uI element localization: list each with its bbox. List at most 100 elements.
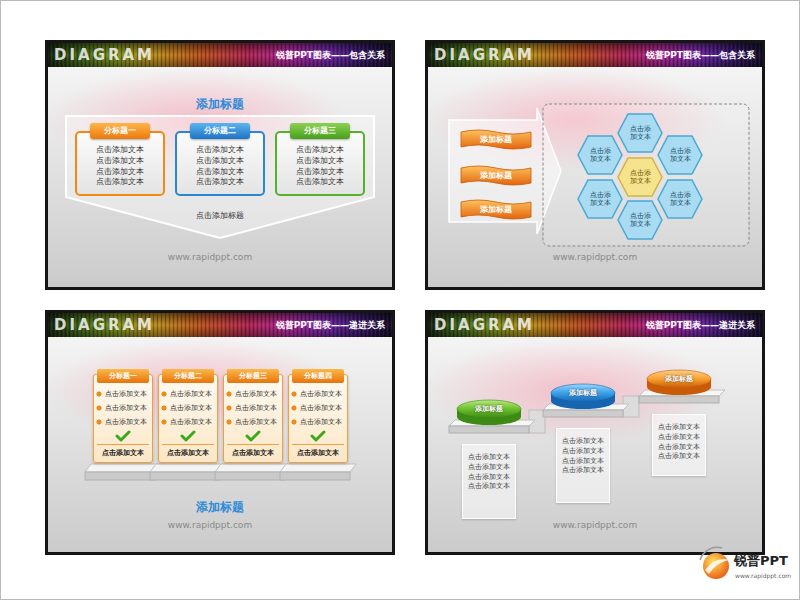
button-pedestal: 添加标题点击添加文本 点击添加文本 点击添加文本 点击添加文本 [547, 382, 619, 503]
slide-frame [425, 40, 765, 290]
hexagon-cell: 点击添加文本 [617, 200, 663, 240]
slide-frame [428, 43, 762, 67]
chevron-panel: 点击添加标题分标题一点击添加文本 点击添加文本 点击添加文本 点击添加文本分标题… [65, 115, 375, 239]
logo-icon [700, 547, 729, 579]
step-platform [280, 464, 356, 472]
hexagon-shape [618, 114, 662, 152]
slide-frame [428, 313, 762, 337]
ribbon-label: 添加标题 [480, 204, 512, 215]
hexagon-shape [618, 201, 662, 239]
header-title: 锐普PPT图表——递进关系 [646, 319, 755, 331]
slide-frame [45, 310, 395, 555]
slide-panel: DIAGRAM 锐普PPT图表——递进关系添加标题点击添加文本 点击添加文本 点击… [425, 310, 765, 555]
header-title: 锐普PPT图表——包含关系 [276, 49, 385, 61]
watermark: www.rapidppt.com [553, 252, 637, 263]
hexagon-cell: 点击添加文本 [657, 135, 703, 175]
slide-frame [48, 313, 392, 337]
step-platform [280, 472, 350, 480]
slide-frame [45, 310, 395, 555]
hex-text: 点击添加文本 [589, 191, 612, 208]
ribbon-tag: 添加标题 [460, 164, 532, 186]
column-heading: 分标题一 [97, 369, 149, 383]
logo-icon [703, 553, 729, 579]
card-body: 点击添加文本 点击添加文本 点击添加文本 点击添加文本 [175, 131, 265, 196]
bullet-item: 点击添加文本 [289, 415, 347, 429]
ribbon-shape [461, 200, 531, 219]
diagram-wordmark: DIAGRAM [434, 316, 535, 334]
step-platform [215, 464, 291, 472]
slide-frame [48, 43, 392, 67]
check-mark [180, 430, 196, 442]
column-footer: 点击添加文本 [227, 444, 279, 459]
column-footer: 点击添加文本 [97, 444, 149, 459]
slide-frame [425, 310, 765, 555]
slide-frame [428, 313, 762, 337]
bullet-item: 点击添加文本 [289, 387, 347, 401]
hex-text: 点击添加文本 [589, 147, 612, 164]
slide-frame [45, 40, 395, 290]
bullet-item: 点击添加文本 [94, 415, 152, 429]
hexagon-shape [658, 136, 702, 174]
check-mark [247, 432, 259, 440]
subtitle-card: 分标题二点击添加文本 点击添加文本 点击添加文本 点击添加文本 [175, 123, 265, 196]
step-column: 分标题二点击添加文本点击添加文本点击添加文本点击添加文本 [158, 374, 218, 463]
hex-text: 点击添加文本 [669, 147, 692, 164]
hexagon-cell: 点击添加文本 [577, 179, 623, 219]
diagram-wordmark: DIAGRAM [54, 316, 155, 334]
hex-text: 点击添加文本 [629, 169, 652, 186]
check-mark [310, 430, 326, 442]
button-pedestal: 添加标题点击添加文本 点击添加文本 点击添加文本 点击添加文本 [453, 398, 525, 519]
logo-icon [705, 559, 729, 574]
bullet-item: 点击添加文本 [94, 401, 152, 415]
hex-text: 点击添加文本 [669, 191, 692, 208]
bullet-item: 点击添加文本 [159, 401, 217, 415]
hex-text: 点击添加文本 [629, 212, 652, 229]
card-body: 点击添加文本 点击添加文本 点击添加文本 点击添加文本 [75, 131, 165, 196]
card-heading: 分标题三 [290, 123, 350, 139]
slide-frame [428, 43, 762, 67]
step-platform [85, 464, 356, 480]
watermark: www.rapidppt.com [553, 520, 637, 531]
ribbon-label: 添加标题 [480, 134, 512, 145]
column-heading: 分标题二 [162, 369, 214, 383]
header-title: 锐普PPT图表——递进关系 [276, 319, 385, 331]
slide-frame [425, 310, 765, 555]
bullet-item: 点击添加文本 [159, 387, 217, 401]
hexagon-cell: 点击添加文本 [577, 135, 623, 175]
step-platform [150, 472, 220, 480]
slide-frame [48, 313, 392, 337]
slide-frame [48, 313, 392, 337]
box-text: 点击添加文本 点击添加文本 点击添加文本 点击添加文本 [652, 414, 706, 476]
watermark: www.rapidppt.com [168, 520, 252, 531]
card-heading: 分标题一 [90, 123, 150, 139]
step-platform [85, 464, 161, 472]
check-mark [312, 432, 324, 440]
pedestal-slab [543, 410, 623, 417]
bullet-item: 点击添加文本 [224, 387, 282, 401]
box-text: 点击添加文本 点击添加文本 点击添加文本 点击添加文本 [462, 444, 516, 519]
button-label: 添加标题 [547, 382, 619, 404]
button-label: 添加标题 [643, 368, 715, 390]
slide-frame [45, 40, 395, 290]
hexagon-shape [618, 158, 662, 196]
ribbon-shape [461, 166, 531, 185]
box-text: 点击添加文本 点击添加文本 点击添加文本 点击添加文本 [556, 428, 610, 503]
hex-text: 点击添加文本 [629, 125, 652, 142]
bullet-item: 点击添加文本 [159, 415, 217, 429]
column-heading: 分标题四 [292, 369, 344, 383]
diagram-wordmark: DIAGRAM [54, 46, 155, 64]
step-platform [215, 472, 285, 480]
hexagon-cell: 点击添加文本 [617, 157, 663, 197]
hexagon-cell: 点击添加文本 [617, 113, 663, 153]
ribbon-tag: 添加标题 [460, 128, 532, 150]
bullet-item: 点击添加文本 [289, 401, 347, 415]
check-mark [245, 430, 261, 442]
hexagon-shape [578, 180, 622, 218]
slide-panel: DIAGRAM锐普PPT图表——递进关系添加标题分标题一点击添加文本点击添加文本… [45, 310, 395, 555]
card-body: 点击添加文本 点击添加文本 点击添加文本 点击添加文本 [275, 131, 365, 196]
check-mark [115, 430, 131, 442]
step-column: 分标题一点击添加文本点击添加文本点击添加文本点击添加文本 [93, 374, 153, 463]
button-label: 添加标题 [453, 398, 525, 420]
slide-title: 添加标题 [45, 500, 395, 515]
bullet-item: 点击添加文本 [94, 387, 152, 401]
